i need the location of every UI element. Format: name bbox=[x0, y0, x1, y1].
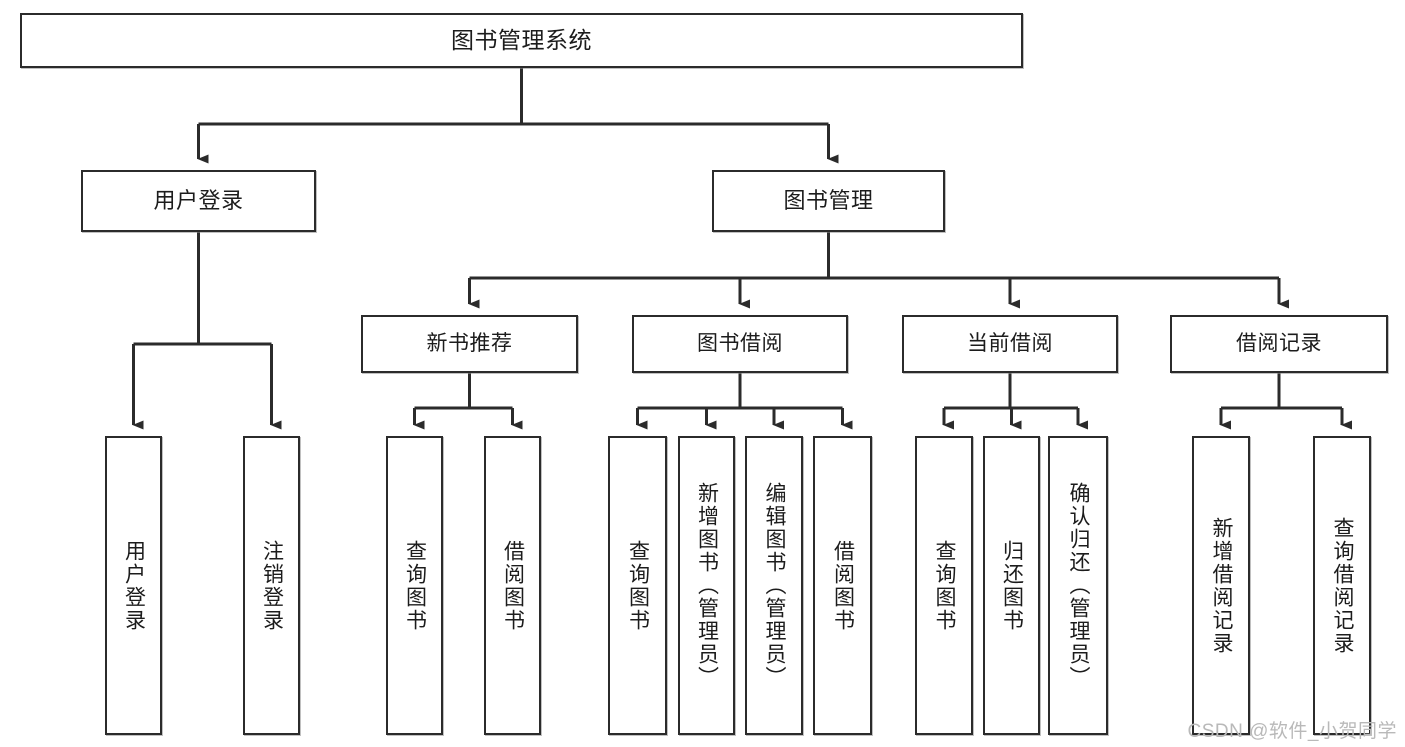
node-user-login[interactable]: 用户登录 bbox=[81, 170, 316, 232]
node-label: 新增借阅记录 bbox=[1209, 516, 1233, 655]
node-leaf-rec-query[interactable]: 查询图书 bbox=[386, 436, 443, 735]
node-leaf-cb-confirm[interactable]: 确认归还（管理员） bbox=[1048, 436, 1108, 735]
node-leaf-cb-query[interactable]: 查询图书 bbox=[915, 436, 973, 735]
node-label: 用户登录 bbox=[122, 539, 146, 632]
node-label: 借阅记录 bbox=[1236, 332, 1322, 356]
node-leaf-bb-borrow[interactable]: 借阅图书 bbox=[813, 436, 872, 735]
node-label: 确认归还（管理员） bbox=[1066, 482, 1090, 689]
node-label: 新增图书（管理员） bbox=[695, 482, 719, 689]
csdn-watermark: CSDN @软件_小贺同学 bbox=[1187, 721, 1397, 742]
node-label: 借阅图书 bbox=[831, 539, 855, 632]
node-borrow-record[interactable]: 借阅记录 bbox=[1170, 315, 1388, 373]
node-label: 图书管理 bbox=[783, 187, 874, 213]
node-label: 图书管理系统 bbox=[451, 26, 592, 53]
node-leaf-br-add[interactable]: 新增借阅记录 bbox=[1192, 436, 1250, 735]
node-label: 编辑图书（管理员） bbox=[762, 482, 786, 689]
node-label: 查询图书 bbox=[932, 539, 956, 632]
node-leaf-cb-return[interactable]: 归还图书 bbox=[983, 436, 1040, 735]
node-label: 新书推荐 bbox=[426, 332, 513, 356]
node-current-borrow[interactable]: 当前借阅 bbox=[902, 315, 1118, 373]
node-leaf-bb-add[interactable]: 新增图书（管理员） bbox=[678, 436, 735, 735]
node-label: 查询图书 bbox=[403, 539, 427, 632]
node-leaf-br-query[interactable]: 查询借阅记录 bbox=[1313, 436, 1371, 735]
node-leaf-user-logout[interactable]: 注销登录 bbox=[243, 436, 300, 735]
node-book-borrow[interactable]: 图书借阅 bbox=[632, 315, 848, 373]
node-leaf-bb-edit[interactable]: 编辑图书（管理员） bbox=[745, 436, 803, 735]
node-label: 图书借阅 bbox=[697, 332, 783, 356]
node-book-manage[interactable]: 图书管理 bbox=[712, 170, 945, 232]
node-leaf-rec-borrow[interactable]: 借阅图书 bbox=[484, 436, 541, 735]
node-label: 注销登录 bbox=[260, 539, 284, 632]
node-label: 用户登录 bbox=[153, 187, 244, 213]
node-root[interactable]: 图书管理系统 bbox=[20, 13, 1023, 68]
node-label: 归还图书 bbox=[1000, 539, 1024, 632]
node-leaf-user-login[interactable]: 用户登录 bbox=[105, 436, 162, 735]
node-label: 当前借阅 bbox=[967, 332, 1053, 356]
node-leaf-bb-query[interactable]: 查询图书 bbox=[608, 436, 667, 735]
node-label: 查询借阅记录 bbox=[1330, 516, 1354, 655]
node-label: 查询图书 bbox=[626, 539, 650, 632]
node-label: 借阅图书 bbox=[501, 539, 525, 632]
node-new-book-rec[interactable]: 新书推荐 bbox=[361, 315, 578, 373]
